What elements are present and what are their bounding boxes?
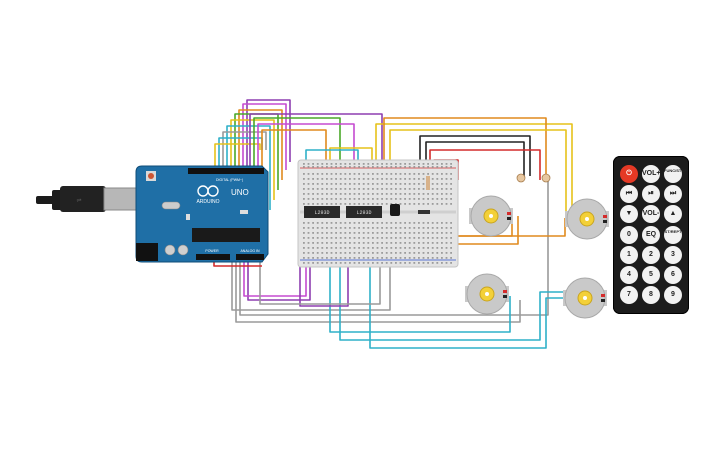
digit-3-button[interactable]: 3 (664, 246, 682, 264)
wire-cyan-2[interactable] (218, 137, 263, 170)
digit-0-button[interactable]: 0 (620, 226, 638, 244)
atmega-chip (192, 228, 260, 242)
light-sensor-1[interactable] (516, 173, 526, 183)
analog-label: ANALOG IN (240, 249, 260, 253)
wire-gray-4[interactable] (231, 240, 391, 311)
func-stop-button[interactable]: FUNC/STOP (664, 165, 687, 183)
wire-cyan-6[interactable] (369, 250, 566, 349)
digit-1-button[interactable]: 1 (620, 246, 638, 264)
play-pause-button[interactable]: ⏯ (642, 185, 660, 203)
wire-purple-1[interactable] (246, 99, 291, 170)
digit-7-button[interactable]: 7 (620, 286, 638, 304)
breadboard[interactable]: L293D L293D (297, 159, 459, 268)
wire-black-2[interactable] (425, 141, 525, 176)
digital-pins-label: DIGITAL (PWM~) (216, 178, 243, 182)
wire-orange-3[interactable] (383, 117, 547, 175)
motor-rear-left[interactable] (465, 273, 509, 315)
digit-9-button[interactable]: 9 (664, 286, 682, 304)
digit-6-button[interactable]: 6 (664, 266, 682, 284)
l293d-chip-2[interactable] (346, 206, 382, 218)
digit-2-button[interactable]: 2 (642, 246, 660, 264)
wire-cyan-1[interactable] (226, 125, 271, 210)
chip-2-label: L293D (356, 210, 371, 216)
analog-header (236, 254, 264, 260)
chip-1-label: L293D (314, 210, 329, 216)
resistor-1[interactable] (418, 210, 430, 214)
vol-down-button[interactable]: VOL- (642, 205, 660, 223)
light-sensor-2[interactable] (541, 173, 551, 183)
digit-8-button[interactable]: 8 (642, 286, 660, 304)
vol-up-button[interactable]: VOL+ (642, 165, 660, 183)
wire-gray-2[interactable] (239, 180, 549, 316)
wire-cyan-5[interactable] (339, 250, 566, 341)
power-jack (136, 243, 158, 261)
wire-black-1[interactable] (419, 135, 531, 176)
down-button[interactable]: ▼ (620, 205, 638, 223)
wire-purple-2[interactable] (249, 113, 383, 186)
digit-4-button[interactable]: 4 (620, 266, 638, 284)
power-button[interactable]: ⏻ (620, 165, 638, 183)
motor-front-left[interactable] (469, 195, 513, 237)
st-rept-button[interactable]: ST/REPT (664, 226, 682, 244)
wire-magenta-2[interactable] (257, 123, 355, 186)
motor-front-right[interactable] (565, 198, 609, 240)
power-header (196, 254, 230, 260)
wire-purple-3[interactable] (247, 240, 311, 301)
wire-orange-2[interactable] (261, 129, 327, 186)
prev-button[interactable]: ⏮ (620, 185, 638, 203)
digit-5-button[interactable]: 5 (642, 266, 660, 284)
wire-purple-4[interactable] (299, 250, 349, 307)
resistor-2[interactable] (426, 176, 430, 190)
wire-magenta-3[interactable] (243, 240, 307, 297)
arduino-logo: ARDUINO UNO DIGITAL (PWM~) (196, 178, 248, 205)
wire-gray-3[interactable] (235, 260, 521, 323)
wire-yellow-5[interactable] (389, 129, 567, 214)
wire-magenta-1[interactable] (242, 103, 287, 170)
wire-green-2[interactable] (253, 117, 341, 186)
arduino-brand-label: ARDUINO (196, 199, 219, 205)
eq-button[interactable]: EQ (642, 226, 660, 244)
usb-symbol: ⇌ (76, 197, 81, 204)
arduino-uno-board[interactable]: ARDUINO UNO DIGITAL (PWM~) POWER ANALOG … (135, 165, 269, 263)
wire-gray-1[interactable] (222, 131, 267, 170)
power-label: POWER (205, 249, 219, 253)
wire-gray-5[interactable] (259, 250, 381, 305)
motor-rear-right[interactable] (563, 277, 607, 319)
wire-cyan-4[interactable] (329, 250, 511, 333)
l293d-chip-1[interactable] (304, 206, 340, 218)
breadboard-holes (303, 163, 452, 264)
up-button[interactable]: ▲ (664, 205, 682, 223)
wire-yellow-2[interactable] (214, 143, 261, 170)
next-button[interactable]: ⏭ (664, 185, 682, 203)
motors (465, 195, 609, 319)
digital-header (188, 168, 264, 174)
ir-receiver[interactable] (390, 204, 400, 216)
wire-orange-1[interactable] (238, 109, 283, 180)
wire-yellow-1[interactable] (230, 119, 275, 200)
arduino-model-label: UNO (231, 188, 249, 197)
wire-yellow-4[interactable] (375, 123, 573, 212)
